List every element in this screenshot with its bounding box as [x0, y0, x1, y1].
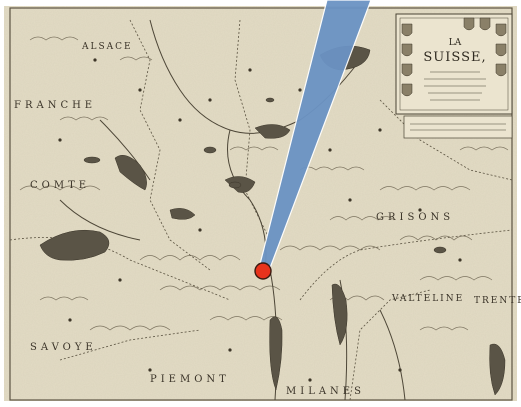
- lake-zurich: [254, 124, 291, 139]
- lake-garda: [489, 343, 506, 396]
- lake-thun: [169, 208, 196, 220]
- map-neatline: [9, 7, 513, 401]
- lake-como: [331, 283, 348, 346]
- lake-geneva: [39, 229, 110, 261]
- map-title-line2: SUISSE,: [423, 50, 487, 65]
- map-title-line1: LA: [448, 38, 462, 48]
- cartouche: [395, 13, 513, 139]
- location-pin: [254, 262, 272, 280]
- border-lines: [9, 19, 513, 401]
- lake-maggiore: [269, 316, 283, 391]
- lake-neuchatel: [114, 154, 147, 191]
- settlements: [58, 58, 462, 382]
- mountain-ranges: [19, 36, 509, 331]
